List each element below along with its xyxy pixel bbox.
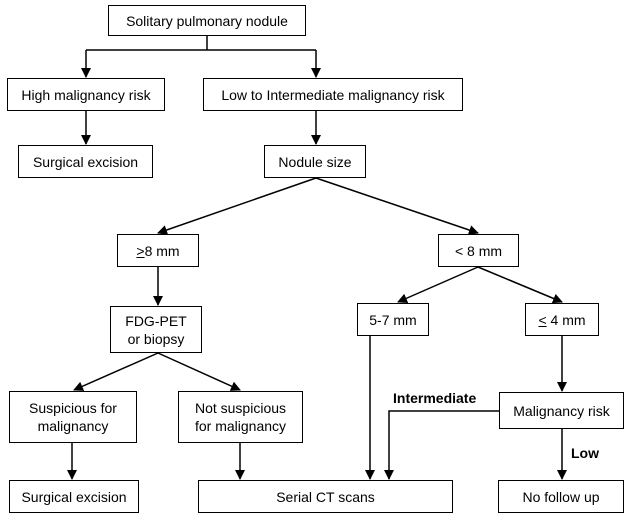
node-lt-8mm: < 8 mm	[438, 234, 519, 267]
node-label-line2: or biopsy	[127, 330, 185, 347]
le-text: 4 mm	[546, 311, 586, 328]
arrow-to-5-7mm	[397, 266, 479, 303]
arrow-to-not-suspicious	[157, 352, 241, 391]
node-label: Nodule size	[278, 153, 352, 170]
node-solitary-pulmonary-nodule: Solitary pulmonary nodule	[108, 5, 306, 36]
node-label: Surgical excision	[21, 488, 127, 505]
node-surgical-excision-bottom: Surgical excision	[9, 480, 139, 513]
node-label-line1: FDG-PET	[125, 312, 187, 329]
ge-text: 8 mm	[144, 242, 180, 259]
node-label: No follow up	[522, 488, 600, 505]
node-surgical-excision-top: Surgical excision	[18, 145, 153, 178]
node-label: < 4 mm	[538, 311, 585, 329]
arrow-to-ge8	[157, 177, 317, 235]
arrow-to-le4	[477, 266, 563, 304]
edge-label-intermediate: Intermediate	[393, 390, 477, 406]
node-label: 5-7 mm	[369, 311, 417, 328]
node-label: Solitary pulmonary nodule	[126, 12, 288, 29]
node-high-malignancy-risk: High malignancy risk	[7, 78, 165, 111]
node-ge-8mm: >8 mm	[117, 234, 199, 267]
node-label: Serial CT scans	[276, 488, 375, 505]
node-label: Malignancy risk	[513, 402, 610, 419]
node-label: High malignancy risk	[21, 86, 151, 103]
node-label: FDG-PET or biopsy	[125, 312, 186, 348]
node-suspicious-for-malignancy: Suspicious for malignancy	[9, 391, 137, 443]
node-label: Not suspicious for malignancy	[195, 399, 286, 435]
node-label-line2: for malignancy	[194, 418, 287, 434]
arrow-intermediate-to-ct	[384, 410, 499, 480]
node-malignancy-risk: Malignancy risk	[499, 392, 624, 429]
node-le-4mm: < 4 mm	[525, 303, 599, 336]
le-symbol: <	[538, 311, 547, 328]
node-label: >8 mm	[136, 242, 179, 260]
node-label: Suspicious for malignancy	[29, 399, 117, 435]
arrow-to-suspicious	[73, 352, 159, 391]
node-no-follow-up: No follow up	[498, 480, 624, 513]
node-label: Surgical excision	[32, 153, 139, 170]
node-nodule-size: Nodule size	[264, 145, 366, 178]
node-not-suspicious-for-malignancy: Not suspicious for malignancy	[178, 391, 303, 443]
node-label-line1: Not suspicious	[194, 400, 287, 416]
arrow-to-lt8	[315, 177, 479, 235]
node-5-7mm: 5-7 mm	[357, 303, 429, 336]
node-label: Low to Intermediate malignancy risk	[221, 86, 445, 103]
node-label-line1: Suspicious for	[29, 400, 117, 416]
node-low-intermediate-malignancy-risk: Low to Intermediate malignancy risk	[203, 78, 463, 111]
node-label: < 8 mm	[454, 242, 503, 259]
edge-label-low: Low	[571, 445, 599, 461]
node-serial-ct-scans: Serial CT scans	[198, 480, 453, 513]
ge-symbol: >	[136, 242, 145, 259]
node-label-line2: malignancy	[37, 418, 109, 434]
node-fdg-pet-or-biopsy: FDG-PET or biopsy	[110, 306, 202, 353]
